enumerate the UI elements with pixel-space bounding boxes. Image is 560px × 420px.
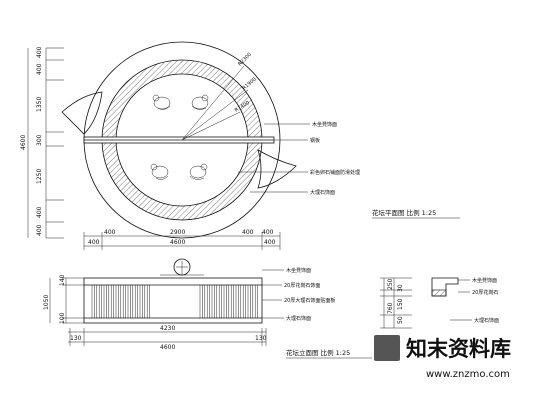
plan-title: 花坛平面图 比例 1:25: [372, 208, 436, 217]
section-dim-1: 250: [387, 278, 394, 290]
plan-view: 400 400 1350 300 1250 400 400 4600: [20, 41, 460, 250]
plan-dim-left-2: 400: [36, 63, 43, 75]
plan-leaf-left: [61, 91, 103, 135]
section-dim-3: 760: [387, 302, 394, 314]
plan-stone-motif-2: [191, 94, 209, 110]
plan-dim-left-1: 400: [36, 46, 43, 58]
plan-dim-left-6: 400: [36, 206, 43, 218]
plan-note-4: 大理石饰面: [310, 189, 335, 196]
elevation-dim-w3: 130: [255, 335, 267, 342]
elevation-dim-h1: 140: [59, 274, 66, 286]
plan-dim-bottom-3: 400: [242, 229, 254, 236]
plan-radius-label-2: R1900: [241, 77, 257, 92]
plan-leaf-right: [257, 149, 297, 189]
elevation-body: [83, 277, 263, 324]
plan-stone-motif-4: [189, 163, 208, 180]
elevation-note-1: 木坐凳饰面: [286, 267, 311, 274]
elevation-dim-h3: 100: [59, 312, 66, 324]
plan-dim-bottom-5: 400: [88, 239, 100, 246]
plan-dim-left-4: 300: [36, 134, 43, 146]
section-note-2: 20厚花岗石: [472, 289, 498, 296]
plan-dim-bottom-1: 400: [104, 229, 116, 236]
plan-dim-bottom-6: 400: [264, 239, 276, 246]
plan-dim-left-7: 400: [36, 224, 43, 236]
plan-dim-left-3: 1350: [36, 97, 43, 112]
elevation-dim-overall: 4600: [160, 344, 175, 351]
plan-dim-left-5: 1250: [36, 169, 43, 184]
plan-dim-overall-height: 4600: [20, 135, 27, 150]
plan-left-dimension-chain: 400 400 1350 300 1250 400 400 4600: [20, 46, 64, 239]
elevation-height-dimension-chain: 140 1050 100: [43, 274, 84, 324]
elevation-width-dimension-chain: 130 4230 130 4600: [68, 325, 267, 351]
watermark-logo-mark: [374, 335, 400, 361]
watermark-brand: 知末资料库: [406, 337, 511, 361]
section-note-3: 大理石饰面: [474, 317, 499, 324]
section-dim-5: 50: [397, 316, 404, 324]
elevation-dim-w2: 4230: [160, 325, 175, 332]
elevation-note-2: 20厚花岗石饰面: [284, 282, 320, 289]
elevation-note-3: 20厚大理石饰面贴面板: [284, 297, 335, 304]
elevation-dim-h2: 1050: [43, 295, 50, 310]
plan-stone-motif-1: [152, 94, 171, 110]
plan-dim-bottom-2: 2900: [170, 229, 185, 236]
section-detail: 250 30 760 150 50 木坐凳饰面 20厚花岗石 大理石饰面: [380, 277, 499, 329]
watermark: 知末资料库 www.znzmo.com: [374, 335, 511, 380]
elevation-title: 花坛立面图 比例 1:25: [286, 348, 350, 357]
elevation-stripes: [91, 285, 258, 318]
plan-dim-bottom-4: 400: [262, 229, 274, 236]
section-note-1: 木坐凳饰面: [472, 277, 497, 284]
section-dim-4: 150: [397, 298, 404, 310]
section-dim-2: 30: [397, 284, 404, 292]
plan-bottom-dimension-chain: 400 2900 400 400 400 4600 400: [83, 229, 281, 250]
watermark-url: www.znzmo.com: [426, 369, 510, 380]
plan-note-2: 钢板: [310, 137, 320, 144]
elevation-note-4: 大理石饰面: [286, 315, 311, 322]
plan-dim-bottom-overall: 4600: [170, 239, 185, 246]
elevation-dim-w1: 130: [70, 335, 82, 342]
elevation-view: 140 1050 100 130 4230 130 4600 木坐凳饰面 20厚…: [43, 258, 372, 359]
plan-stone-motif-3: [150, 163, 169, 180]
plan-note-1: 木坐凳饰面: [312, 121, 337, 128]
plan-note-3: 彩色卵石铺面防滑处理: [310, 169, 360, 176]
